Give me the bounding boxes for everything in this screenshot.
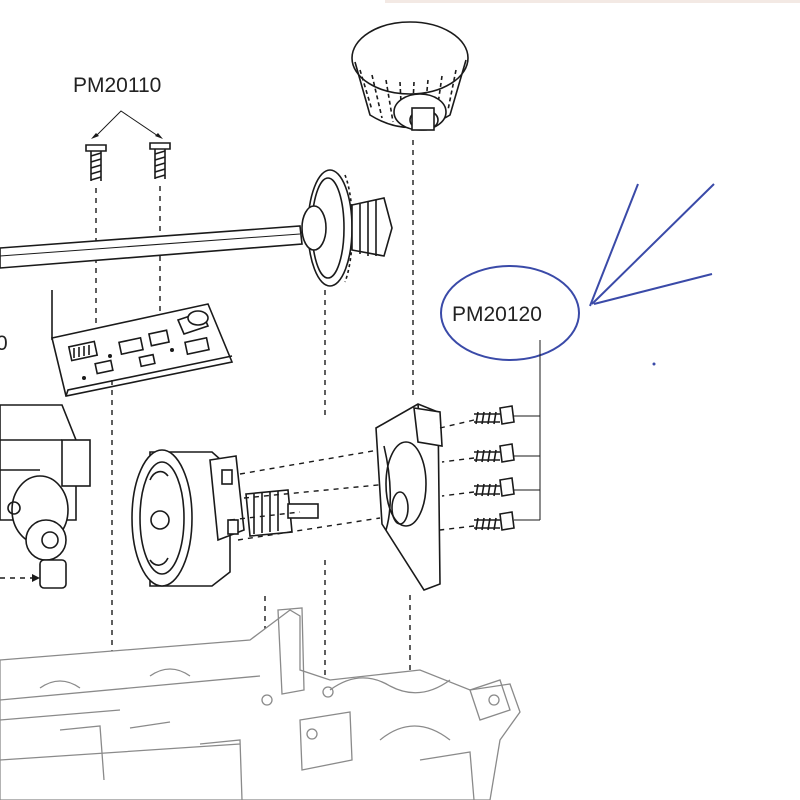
annotation-arrow-stroke-1 xyxy=(589,183,639,307)
pm20110-bracket xyxy=(95,110,159,137)
pinion-gear xyxy=(245,489,319,537)
annotation-arrow-stroke-3 xyxy=(593,273,713,305)
screw-pm20110-right xyxy=(149,142,171,179)
chassis xyxy=(0,607,521,800)
guide-screw-1 xyxy=(439,419,475,429)
spur-gear xyxy=(301,169,393,287)
annotation-dot xyxy=(652,362,656,366)
screw-pm20120-4 xyxy=(474,511,515,531)
motor-mount xyxy=(375,403,443,591)
screw-pm20120-1 xyxy=(474,405,515,425)
screw-pm20110-left xyxy=(85,144,107,181)
part-label-pm20110: PM20110 xyxy=(73,74,161,97)
guide-pinion xyxy=(229,511,301,521)
motor xyxy=(131,449,245,587)
pm20110-arrow-right xyxy=(155,133,163,139)
pm20110-arrow-left xyxy=(91,133,99,139)
servo-unit xyxy=(0,404,91,589)
bevel-gear xyxy=(351,21,469,131)
arrowhead-servo xyxy=(32,574,40,582)
drive-shaft xyxy=(0,225,303,269)
annotation-circle xyxy=(440,265,580,361)
guide-motor-top xyxy=(239,447,391,475)
part-label-pm20120: PM20120 xyxy=(452,303,542,326)
guide-motor-low xyxy=(237,517,381,541)
guide-screw-3 xyxy=(441,491,475,497)
pm20120-bracket-ticks xyxy=(514,415,540,521)
cropped-label-fragment: 0 xyxy=(0,332,8,355)
circuit-board xyxy=(51,290,234,397)
screw-pm20120-2 xyxy=(474,443,515,463)
top-edge-strip xyxy=(385,0,800,3)
screw-pm20120-3 xyxy=(474,477,515,497)
annotation-arrow-stroke-2 xyxy=(591,183,715,305)
guide-screw-4 xyxy=(439,525,475,531)
guide-motor-mid xyxy=(243,483,389,499)
guide-screw-2 xyxy=(441,457,475,463)
